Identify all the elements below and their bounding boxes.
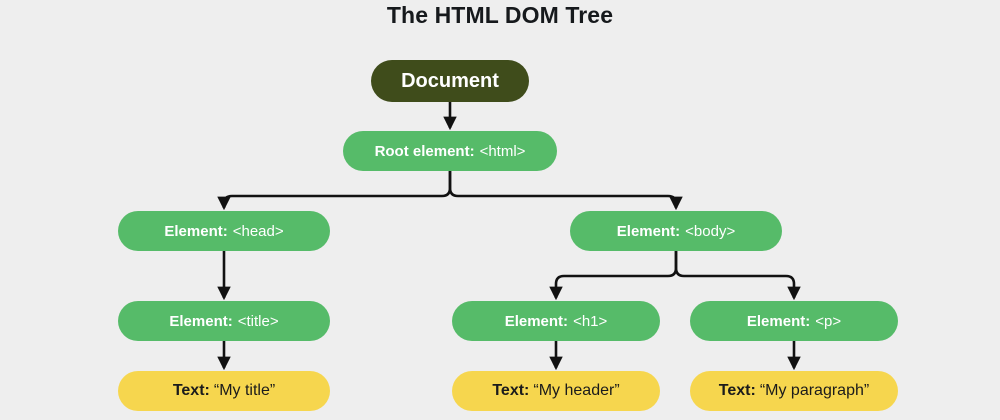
node-label: Text: bbox=[173, 383, 210, 399]
node-html[interactable]: Root element:<html> bbox=[343, 131, 557, 171]
node-document[interactable]: Document bbox=[371, 60, 529, 102]
node-label: Element: bbox=[169, 314, 232, 329]
node-title[interactable]: Element:<title> bbox=[118, 301, 330, 341]
node-value: <p> bbox=[810, 314, 841, 329]
node-value: <head> bbox=[228, 224, 284, 239]
node-h1[interactable]: Element:<h1> bbox=[452, 301, 660, 341]
edge-body-p bbox=[676, 251, 794, 298]
node-value: <html> bbox=[475, 144, 526, 159]
node-text-header[interactable]: Text:“My header” bbox=[452, 371, 660, 411]
node-value: “My title” bbox=[210, 383, 275, 399]
node-value: <h1> bbox=[568, 314, 607, 329]
node-label: Text: bbox=[719, 383, 756, 399]
node-head[interactable]: Element:<head> bbox=[118, 211, 330, 251]
edge-html-head bbox=[224, 171, 450, 208]
node-text-paragraph[interactable]: Text:“My paragraph” bbox=[690, 371, 898, 411]
node-value: <body> bbox=[680, 224, 735, 239]
page-title: The HTML DOM Tree bbox=[0, 2, 1000, 29]
node-label: Element: bbox=[617, 224, 680, 239]
node-body[interactable]: Element:<body> bbox=[570, 211, 782, 251]
edge-html-body bbox=[450, 171, 676, 208]
node-value: <title> bbox=[233, 314, 279, 329]
edge-body-h1 bbox=[556, 251, 676, 298]
node-value: “My header” bbox=[529, 383, 619, 399]
node-text-title[interactable]: Text:“My title” bbox=[118, 371, 330, 411]
node-label: Root element: bbox=[375, 144, 475, 159]
node-label: Text: bbox=[492, 383, 529, 399]
node-label: Element: bbox=[505, 314, 568, 329]
node-p[interactable]: Element:<p> bbox=[690, 301, 898, 341]
node-label: Element: bbox=[747, 314, 810, 329]
node-label: Document bbox=[401, 71, 499, 91]
node-value: “My paragraph” bbox=[756, 383, 869, 399]
node-label: Element: bbox=[164, 224, 227, 239]
